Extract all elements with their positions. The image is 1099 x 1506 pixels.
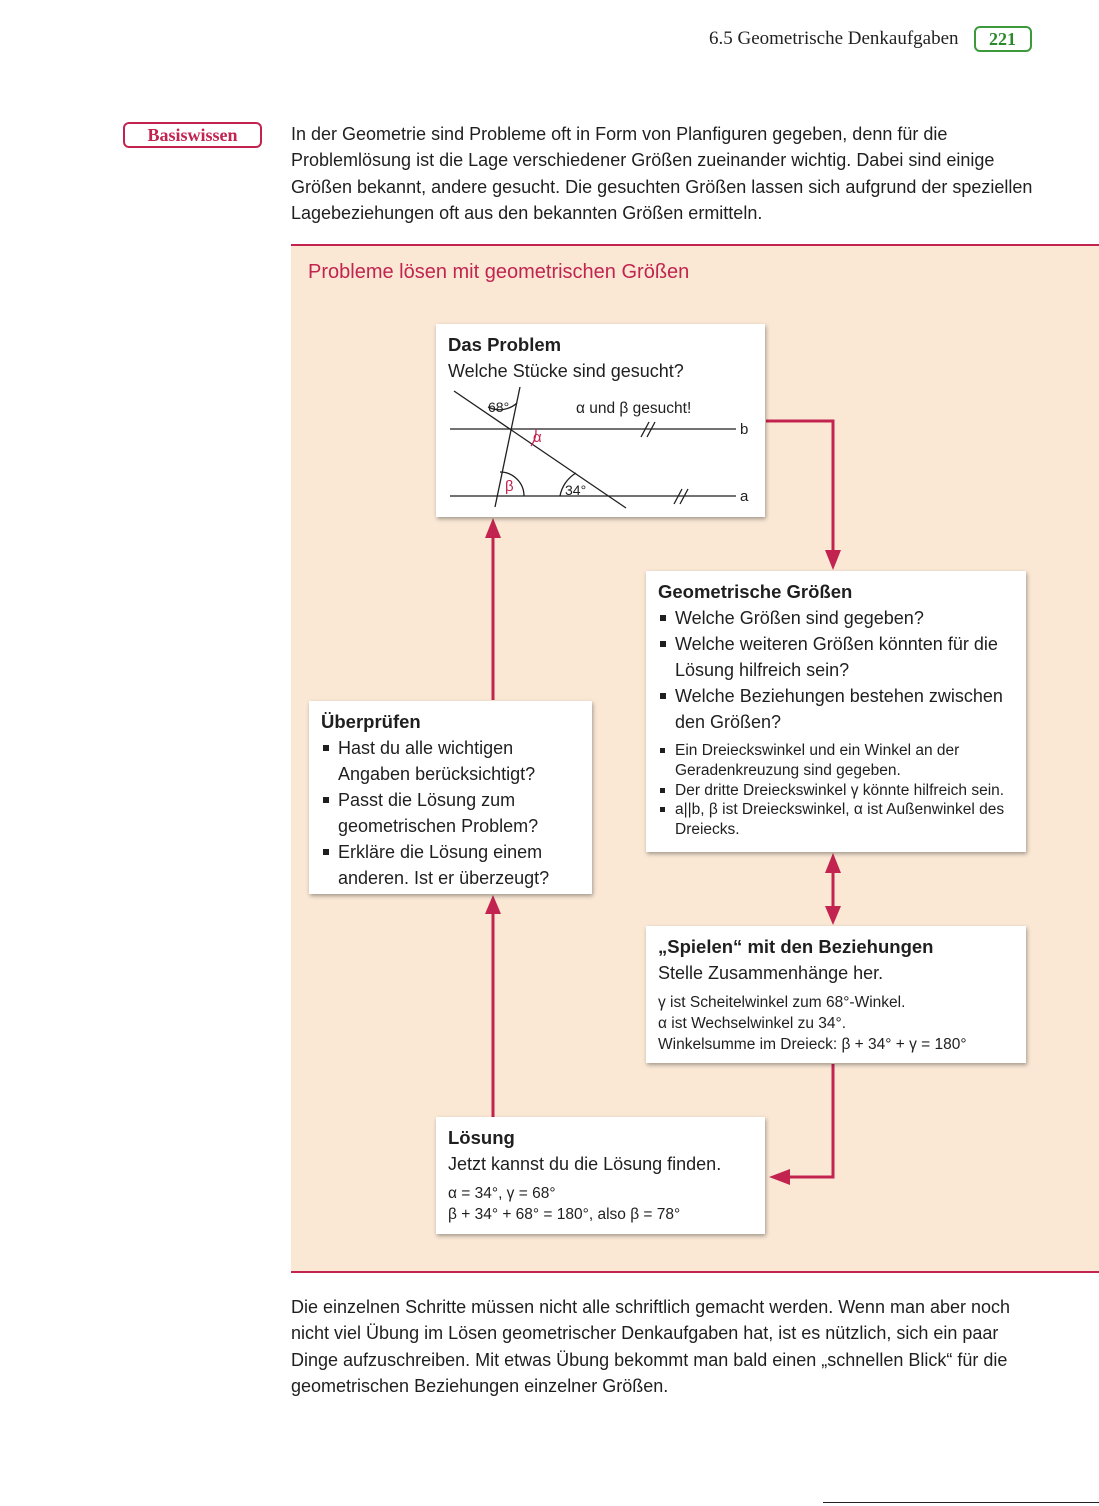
groessen-title: Geometrische Größen [658, 581, 853, 602]
outro-paragraph: Die einzelnen Schritte müssen nicht alle… [291, 1297, 1011, 1396]
tick-b-2 [646, 421, 656, 438]
panel-title: Probleme lösen mit geometrischen Größen [308, 261, 690, 283]
spielen-subtitle: Stelle Zusammenhänge her. [658, 963, 884, 983]
list-item: Passt die Lösung zum geometrischen Probl… [321, 787, 580, 839]
spielen-line: α ist Wechselwinkel zu 34°. [658, 1015, 847, 1032]
footer-rule [823, 1502, 1099, 1503]
pruefen-items: Hast du alle wichtigen Angaben berücksic… [321, 735, 580, 891]
list-item: Ein Dreieckswinkel und ein Winkel an der… [658, 741, 1014, 781]
running-head: 6.5 Geometrische Denkaufgaben 221 [709, 26, 1032, 52]
basiswissen-label: Basiswissen [123, 122, 262, 148]
arc-34 [559, 472, 577, 497]
spielen-line: γ ist Scheitelwinkel zum 68°-Winkel. [658, 994, 906, 1011]
list-item: Welche Beziehungen bestehen zwischen den… [658, 683, 1014, 735]
angle-figure: 68° α β 34° α und β gesucht! b a [450, 387, 749, 509]
list-item: Der dritte Dreieckswinkel γ könnte hilfr… [658, 781, 1014, 801]
problem-subtitle: Welche Stücke sind gesucht? [448, 361, 684, 381]
label-68: 68° [488, 399, 509, 415]
list-item: Hast du alle wichtigen Angaben berücksic… [321, 735, 580, 787]
list-item: Erkläre die Lösung einem anderen. Ist er… [321, 839, 580, 891]
problem-title: Das Problem [448, 334, 562, 355]
loesung-line: α = 34°, γ = 68° [448, 1185, 556, 1202]
section-title: 6.5 Geometrische Denkaufgaben [709, 28, 959, 49]
label-alpha: α [533, 429, 542, 446]
card-spielen: „Spielen“ mit den Beziehungen Stelle Zus… [646, 926, 1026, 1063]
loesung-subtitle: Jetzt kannst du die Lösung finden. [448, 1154, 722, 1174]
spielen-line: Winkelsumme im Dreieck: β + 34° + γ = 18… [658, 1036, 967, 1053]
groessen-questions: Welche Größen sind gegeben? Welche weite… [658, 605, 1014, 735]
transversal-2 [494, 387, 521, 508]
list-item: Welche Größen sind gegeben? [658, 605, 1014, 631]
spielen-lines: γ ist Scheitelwinkel zum 68°-Winkel. α i… [658, 992, 1014, 1055]
list-item: Welche weiteren Größen könnten für die L… [658, 631, 1014, 683]
pruefen-title: Überprüfen [321, 711, 421, 732]
transversal-1 [453, 390, 627, 509]
card-geometrische-groessen: Geometrische Größen Welche Größen sind g… [646, 571, 1026, 852]
arc-beta [499, 471, 525, 497]
tick-a-2 [679, 488, 689, 505]
tick-b-1 [640, 421, 650, 438]
list-item: a||b, β ist Dreieckswinkel, α ist Außenw… [658, 800, 1014, 840]
label-34: 34° [565, 482, 586, 498]
card-problem: Das Problem Welche Stücke sind gesucht? … [436, 324, 765, 517]
label-note: α und β gesucht! [576, 400, 691, 417]
loesung-title: Lösung [448, 1127, 515, 1148]
spielen-title: „Spielen“ mit den Beziehungen [658, 936, 934, 957]
tick-a-1 [673, 488, 683, 505]
label-b: b [740, 421, 748, 438]
loesung-line: β + 34° + 68° = 180°, also β = 78° [448, 1206, 681, 1223]
groessen-answers: Ein Dreieckswinkel und ein Winkel an der… [658, 741, 1014, 840]
arc-68 [487, 402, 518, 411]
intro-paragraph: In der Geometrie sind Probleme oft in Fo… [291, 124, 1033, 223]
label-a: a [740, 488, 749, 505]
card-ueberpruefen: Überprüfen Hast du alle wichtigen Angabe… [309, 701, 592, 894]
page-number: 221 [973, 26, 1032, 52]
label-beta: β [505, 478, 514, 495]
loesung-lines: α = 34°, γ = 68° β + 34° + 68° = 180°, a… [448, 1183, 753, 1225]
card-loesung: Lösung Jetzt kannst du die Lösung finden… [436, 1117, 765, 1234]
arc-alpha [530, 428, 537, 447]
